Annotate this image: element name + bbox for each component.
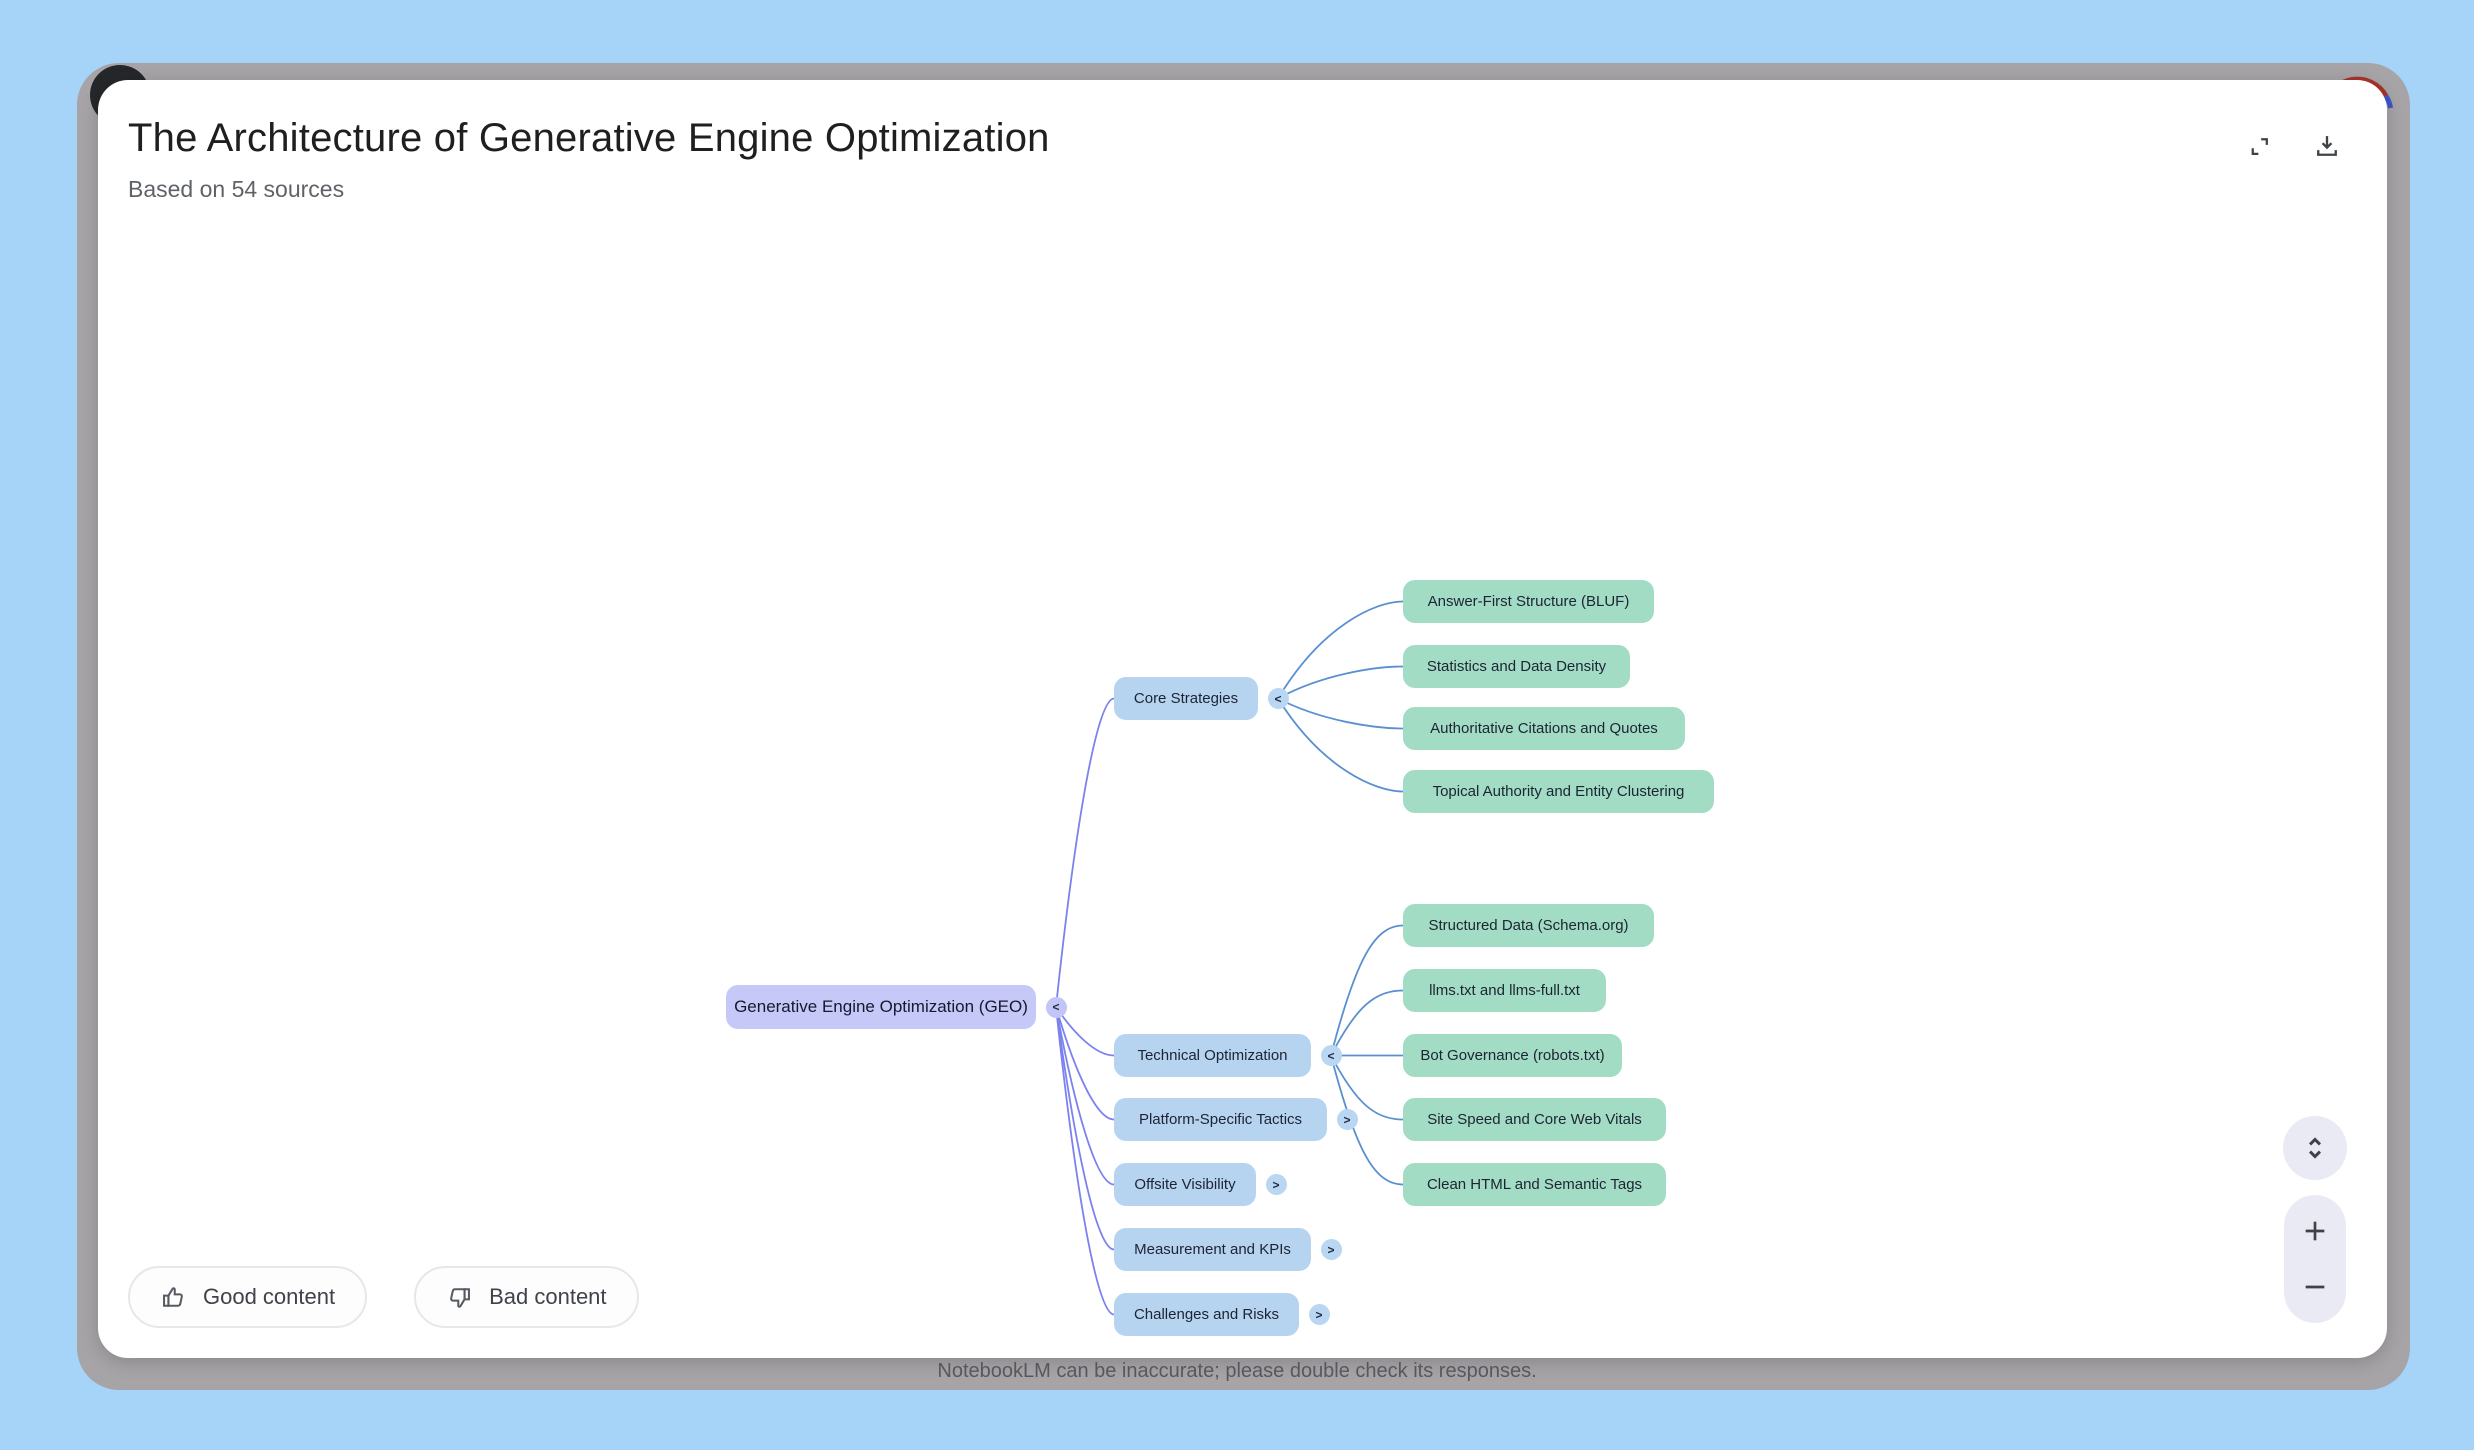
download-button[interactable] — [2301, 120, 2353, 172]
mindmap-toggle-platform[interactable]: > — [1336, 1109, 1358, 1130]
edge-core-stats — [1277, 665, 1404, 700]
collapse-nodes-icon — [2251, 137, 2268, 155]
mindmap-toggle-tech[interactable]: < — [1320, 1045, 1342, 1066]
mindmap-node-citations[interactable]: Authoritative Citations and Quotes — [1403, 707, 1685, 750]
feedback-bar: Good content Bad content — [128, 1266, 639, 1328]
mindmap-node-cleanhtml[interactable]: Clean HTML and Semantic Tags — [1403, 1163, 1666, 1206]
edge-core-citations — [1277, 697, 1404, 730]
zoom-in-button[interactable] — [2295, 1211, 2335, 1251]
mindmap-node-topical[interactable]: Topical Authority and Entity Clustering — [1403, 770, 1714, 813]
edge-geo-offsite — [1055, 1006, 1115, 1186]
map-controls — [2283, 1116, 2347, 1323]
mindmap-node-speed[interactable]: Site Speed and Core Web Vitals — [1403, 1098, 1666, 1141]
sources-count: Based on 54 sources — [128, 176, 345, 202]
mindmap-toggle-measure[interactable]: > — [1320, 1239, 1342, 1260]
mindmap-node-answer[interactable]: Answer-First Structure (BLUF) — [1403, 580, 1654, 623]
zoom-out-icon — [2305, 1285, 2325, 1289]
edge-geo-tech — [1055, 1006, 1115, 1057]
mindmap-node-structured[interactable]: Structured Data (Schema.org) — [1403, 904, 1654, 947]
disclaimer-text: NotebookLM can be inaccurate; please dou… — [937, 1360, 1537, 1382]
edge-core-topical — [1277, 698, 1404, 793]
page-title: The Architecture of Generative Engine Op… — [128, 116, 1050, 160]
mindmap-node-llms[interactable]: llms.txt and llms-full.txt — [1403, 969, 1606, 1012]
edge-geo-core — [1055, 697, 1115, 1008]
unfold-more-icon — [2308, 1137, 2322, 1159]
good-content-button[interactable]: Good content — [128, 1266, 368, 1328]
mindmap-toggle-offsite[interactable]: > — [1265, 1174, 1287, 1195]
zoom-in-icon — [2305, 1221, 2325, 1241]
edge-tech-llms — [1330, 989, 1404, 1056]
mindmap-node-stats[interactable]: Statistics and Data Density — [1403, 645, 1630, 688]
edge-core-answer — [1277, 600, 1404, 699]
mindmap-toggle-geo[interactable]: < — [1045, 996, 1067, 1018]
thumb-down-icon — [450, 1287, 471, 1308]
edge-geo-platform — [1055, 1006, 1115, 1121]
mindmap-toggle-core[interactable]: < — [1267, 688, 1289, 709]
mindmap-node-offsite[interactable]: Offsite Visibility — [1114, 1163, 1256, 1206]
bad-content-button[interactable]: Bad content — [414, 1266, 639, 1328]
edge-geo-challenges — [1055, 1006, 1115, 1316]
mindmap-node-core[interactable]: Core Strategies — [1114, 677, 1258, 720]
collapse-nodes-button[interactable] — [2233, 120, 2285, 172]
thumb-up-icon — [163, 1286, 183, 1307]
zoom-out-button[interactable] — [2295, 1267, 2335, 1307]
edge-tech-structured — [1330, 924, 1404, 1056]
header-actions — [2233, 120, 2353, 172]
mindmap-node-bots[interactable]: Bot Governance (robots.txt) — [1403, 1034, 1622, 1077]
mindmap-node-measure[interactable]: Measurement and KPIs — [1114, 1228, 1311, 1271]
mindmap-node-platform[interactable]: Platform-Specific Tactics — [1114, 1098, 1327, 1141]
good-content-label: Good content — [203, 1284, 336, 1309]
mindmap-modal: The Architecture of Generative Engine Op… — [98, 80, 2387, 1358]
unfold-all-button[interactable] — [2283, 1116, 2347, 1180]
mindmap-node-geo[interactable]: Generative Engine Optimization (GEO) — [726, 985, 1036, 1029]
mindmap-node-tech[interactable]: Technical Optimization — [1114, 1034, 1311, 1077]
mindmap-node-challenges[interactable]: Challenges and Risks — [1114, 1293, 1299, 1336]
mindmap-toggle-challenges[interactable]: > — [1308, 1304, 1330, 1325]
edge-geo-measure — [1055, 1006, 1115, 1251]
bad-content-label: Bad content — [489, 1284, 607, 1309]
card-header: The Architecture of Generative Engine Op… — [128, 114, 1050, 203]
zoom-pill — [2284, 1195, 2346, 1323]
download-icon — [2317, 136, 2337, 156]
